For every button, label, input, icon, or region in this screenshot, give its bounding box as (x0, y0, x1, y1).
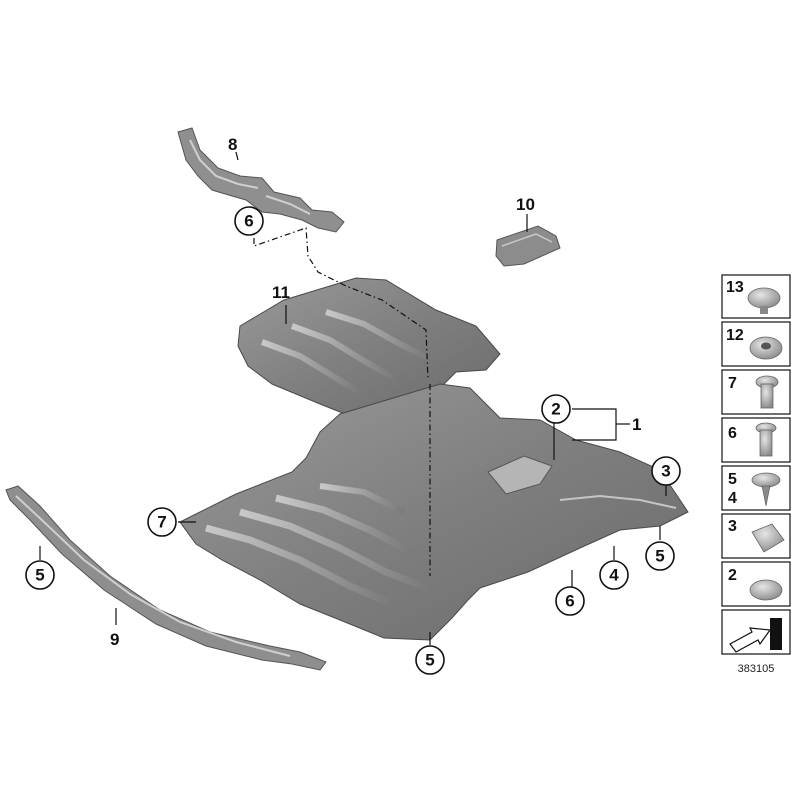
shield-part-11 (237, 277, 501, 421)
callout-6-bottom: 6 (555, 586, 585, 616)
svg-text:7: 7 (157, 513, 166, 532)
callout-8: 8 (228, 135, 237, 154)
callout-7: 7 (147, 507, 177, 537)
svg-text:4: 4 (728, 490, 737, 507)
strip-part-9 (5, 485, 327, 671)
legend-row-7: 7 (721, 369, 791, 415)
expanding-rivet-icon (747, 287, 781, 309)
svg-text:2: 2 (728, 567, 737, 584)
legend-row-6: 6 (721, 417, 791, 463)
legend-row-3: 3 (721, 513, 791, 559)
svg-text:1: 1 (632, 415, 641, 434)
fastener-legend: 13 12 7 6 5 4 (721, 274, 791, 655)
screw-with-washer-icon (751, 472, 781, 488)
legend-row-arrow (721, 609, 791, 655)
callout-4: 4 (599, 560, 629, 590)
flap-cover-icon (749, 579, 783, 601)
svg-text:11: 11 (272, 283, 290, 302)
svg-text:13: 13 (726, 279, 744, 296)
callout-5-right: 5 (645, 541, 675, 571)
clip-nut-icon (751, 523, 785, 553)
svg-text:4: 4 (609, 566, 619, 585)
direction-arrow-icon (729, 627, 772, 653)
svg-text:5: 5 (728, 471, 737, 488)
legend-row-12: 12 (721, 321, 791, 367)
svg-text:9: 9 (110, 630, 119, 649)
svg-text:8: 8 (228, 135, 237, 154)
svg-text:10: 10 (516, 195, 535, 214)
diagram-code: 383105 (738, 663, 775, 675)
svg-text:6: 6 (728, 425, 737, 442)
callout-5-bottom: 5 (415, 645, 445, 675)
bracket-part-8 (177, 127, 345, 233)
svg-text:6: 6 (244, 212, 253, 231)
callout-9: 9 (110, 630, 119, 649)
svg-text:2: 2 (551, 400, 560, 419)
svg-text:5: 5 (425, 651, 434, 670)
callout-1: 1 (632, 415, 641, 434)
callout-10: 10 (516, 195, 535, 214)
svg-text:12: 12 (726, 327, 744, 344)
legend-row-5-4: 5 4 (721, 465, 791, 511)
leader-lines (39, 151, 667, 645)
svg-text:3: 3 (661, 462, 670, 481)
callout-6-top: 6 (234, 206, 264, 236)
plate-part-10 (495, 225, 561, 267)
callout-11: 11 (272, 283, 290, 302)
svg-text:6: 6 (565, 592, 574, 611)
legend-row-13: 13 (721, 274, 791, 319)
legend-row-2: 2 (721, 561, 791, 607)
callout-2: 2 (541, 394, 571, 424)
callout-5-left: 5 (25, 560, 55, 590)
underbody-panel-part-1 (179, 383, 689, 641)
svg-text:5: 5 (35, 566, 44, 585)
svg-text:7: 7 (728, 375, 737, 392)
svg-text:3: 3 (728, 518, 737, 535)
callout-3: 3 (651, 456, 681, 486)
svg-text:5: 5 (655, 547, 664, 566)
